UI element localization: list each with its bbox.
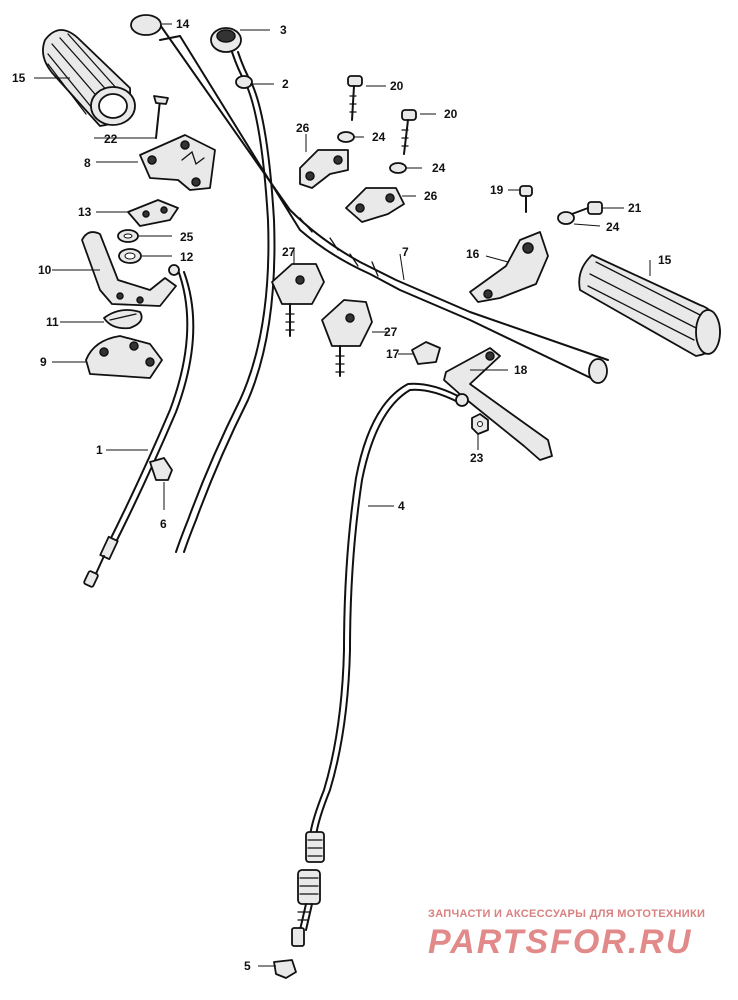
label-21: 21: [628, 201, 642, 215]
label-26-second: 26: [424, 189, 438, 203]
label-12: 12: [180, 250, 194, 264]
label-15-left: 15: [12, 71, 26, 85]
washer-24b: [389, 162, 407, 174]
switch-3: [210, 27, 242, 53]
lever-holder-16: [469, 231, 549, 303]
washer-24c: [557, 211, 575, 225]
label-6: 6: [160, 517, 167, 531]
cable-clip-6: [149, 457, 173, 481]
washer-12: [118, 248, 142, 264]
lower-holder-27a: [271, 263, 325, 337]
watermark-logo: PARTSFOR.RU: [428, 923, 692, 961]
label-8: 8: [84, 156, 91, 170]
label-20-second: 20: [444, 107, 458, 121]
label-17: 17: [386, 347, 400, 361]
bolt-20b: [401, 109, 417, 155]
throttle-cable: [83, 264, 195, 588]
label-3: 3: [280, 23, 287, 37]
choke-lever-10: [81, 231, 177, 307]
label-9: 9: [40, 355, 47, 369]
bolt-21: [571, 201, 603, 215]
label-14: 14: [176, 17, 190, 31]
screw-22: [153, 95, 169, 139]
handlebar: [130, 14, 609, 384]
spring-11: [103, 309, 143, 330]
part-labels: 15 14 3 2 20 20 24 26 24 26 22 8 13 25 1…: [12, 17, 672, 973]
label-18: 18: [514, 363, 528, 377]
watermark-caption: ЗАПЧАСТИ И АКСЕССУАРЫ ДЛЯ МОТОТЕХНИКИ: [428, 908, 705, 920]
label-15-right: 15: [658, 253, 672, 267]
handlebar-left-end: [130, 14, 162, 36]
right-grip: [578, 254, 721, 357]
label-1: 1: [96, 443, 103, 457]
throttle-housing-lower: [85, 335, 163, 379]
label-5: 5: [244, 959, 251, 973]
label-4: 4: [398, 499, 405, 513]
pivot-bolt-19: [519, 185, 533, 213]
left-grip: [42, 29, 136, 127]
label-24-c: 24: [606, 220, 620, 234]
label-22: 22: [104, 132, 118, 146]
clutch-lever-18: [443, 347, 553, 461]
collar-17: [411, 341, 441, 365]
label-16: 16: [466, 247, 480, 261]
throttle-housing-upper: [139, 134, 216, 191]
label-26-upper: 26: [296, 121, 310, 135]
holder-upper-26: [299, 149, 349, 189]
label-10: 10: [38, 263, 52, 277]
label-19: 19: [490, 183, 504, 197]
cable-end-5: [273, 959, 297, 979]
nut-23: [471, 413, 489, 435]
label-24-a: 24: [372, 130, 386, 144]
label-27-b: 27: [384, 325, 398, 339]
lower-holder-27b: [321, 299, 373, 377]
bracket-13: [127, 199, 179, 227]
label-2: 2: [282, 77, 289, 91]
label-20-top: 20: [390, 79, 404, 93]
label-27-a: 27: [282, 245, 296, 259]
handlebar-right-end: [588, 358, 608, 384]
label-24-b: 24: [432, 161, 446, 175]
bolt-20: [347, 75, 363, 121]
label-23: 23: [470, 451, 484, 465]
leader-lines: [34, 23, 651, 967]
washer-24a: [337, 131, 355, 143]
watermark: ЗАПЧАСТИ И АКСЕССУАРЫ ДЛЯ МОТОТЕХНИКИ PA…: [428, 908, 705, 961]
clutch-cable: [291, 382, 469, 947]
label-25: 25: [180, 230, 194, 244]
holder-upper-26b: [345, 187, 405, 223]
washer-25: [117, 229, 139, 243]
label-7: 7: [402, 245, 409, 259]
label-13: 13: [78, 205, 92, 219]
label-11: 11: [46, 315, 59, 329]
